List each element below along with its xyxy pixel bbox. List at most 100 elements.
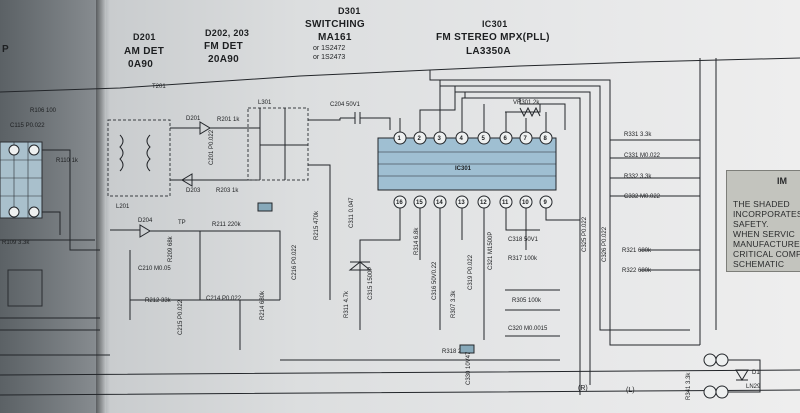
label-r-right-bot: R341 3.3k xyxy=(686,372,692,400)
ic-pin-12: 12 xyxy=(480,200,487,206)
header-left-fragment: P xyxy=(2,44,9,55)
vr301-symbol xyxy=(505,106,541,118)
fm-det-part: 20A90 xyxy=(208,54,239,65)
safety-note-box: IM THE SHADED INCORPORATES SAFETY. WHEN … xyxy=(726,170,800,272)
ic-pin-5: 5 xyxy=(482,136,486,142)
led-d1-symbol xyxy=(728,359,761,393)
label-r211: R211 220k xyxy=(212,222,242,228)
label-r212: R212 33k xyxy=(145,298,172,304)
d203-symbol xyxy=(170,173,260,187)
label-r318: R318 220 xyxy=(442,349,469,355)
ic-label: FM STEREO MPX(PLL) xyxy=(436,32,550,43)
label-c325: C325 P0.022 xyxy=(582,216,588,252)
label-c311: C311 0.047 xyxy=(349,197,355,228)
label-c320: C320 M0.0015 xyxy=(508,326,548,332)
left-block-wires xyxy=(0,149,100,251)
label-r305: R305 100k xyxy=(512,298,542,304)
note-line-5: MANUFACTURE xyxy=(733,239,800,249)
switching-alt-1: or 1S2472 xyxy=(313,45,345,52)
label-c318: C318 50V1 xyxy=(508,237,539,243)
note-line-7: SCHEMATIC xyxy=(733,259,785,269)
ic-pin-16: 16 xyxy=(396,200,403,206)
right-vertical-rails xyxy=(699,58,717,345)
label-c214: C214 P0.022 xyxy=(206,296,242,302)
switching-part: MA161 xyxy=(318,32,352,43)
label-r-left-mid: R110 1k xyxy=(56,158,79,164)
ic-pin-3: 3 xyxy=(438,136,442,142)
label-r332: R332 3.3k xyxy=(624,174,652,180)
label-d203: D203 xyxy=(186,188,201,194)
ic-output-rail-1 xyxy=(429,70,700,346)
left-bottom-wires xyxy=(0,317,110,356)
ic-pin-1: 1 xyxy=(398,136,402,142)
label-r203: R203 1k xyxy=(216,188,239,194)
note-line-1: THE SHADED xyxy=(733,199,790,209)
label-led: LN29 xyxy=(746,384,761,390)
right-filter-wires xyxy=(610,139,700,271)
label-c316: C316 50V0.22 xyxy=(432,261,438,300)
label-r-left-top: R106 100 xyxy=(30,108,57,114)
label-d204: D204 xyxy=(138,218,153,224)
note-line-3: SAFETY. xyxy=(733,219,769,229)
label-tp-left: TP xyxy=(178,220,186,226)
ic-top-wires xyxy=(399,80,547,132)
am-section-wires xyxy=(129,231,280,350)
label-r311: R311 4.7k xyxy=(344,290,350,318)
detector-wires xyxy=(259,108,341,300)
ic-output-rail-3 xyxy=(454,86,591,385)
label-d201: D201 xyxy=(186,116,201,122)
switching-alt-2: or 1S2473 xyxy=(313,54,345,61)
label-c326: C326 P0.022 xyxy=(602,226,608,262)
ic-ref: IC301 xyxy=(482,19,508,29)
ic-pin-4: 4 xyxy=(460,136,464,142)
label-r215: R215 470k xyxy=(314,210,320,240)
label-right-ch: (L) xyxy=(626,387,635,394)
ic-bottom-pins: 16 15 14 13 12 11 10 9 xyxy=(393,195,553,209)
label-r317: R317 100k xyxy=(508,256,538,262)
ic-pin-2: 2 xyxy=(418,136,422,142)
label-r214: R214 680k xyxy=(260,290,266,320)
label-c204: C204 50V1 xyxy=(330,102,361,108)
left-xtal xyxy=(7,269,43,307)
ic-pin-15: 15 xyxy=(416,200,423,206)
label-c330: C330 10V47 xyxy=(466,351,472,385)
label-c210: C210 M0.05 xyxy=(138,266,171,272)
label-left-ch: (R) xyxy=(578,385,588,392)
label-r209: R209 68k xyxy=(168,235,174,262)
d204-branch xyxy=(110,224,281,300)
marker-left xyxy=(257,202,273,212)
ic-pin-6: 6 xyxy=(504,136,508,142)
bottom-rails xyxy=(0,359,800,396)
ic-pin-14: 14 xyxy=(436,200,443,206)
label-c332: C332 M0.022 xyxy=(624,194,661,200)
ic301-inner-label: IC301 xyxy=(455,166,472,172)
am-det-part: 0A90 xyxy=(128,59,153,70)
note-line-4: WHEN SERVIC xyxy=(733,229,796,239)
label-r314: R314 6.8k xyxy=(414,227,420,255)
top-rail xyxy=(0,57,800,93)
label-c-left-top: C115 P0.022 xyxy=(10,123,45,129)
ic-pin-7: 7 xyxy=(524,136,528,142)
ic-pin-13: 13 xyxy=(458,200,465,206)
label-r-left-bot: R109 3.3k xyxy=(2,240,30,246)
ic-pin-11: 11 xyxy=(502,200,509,206)
middle-wires xyxy=(505,289,560,337)
am-det-ref: D201 xyxy=(133,32,156,42)
note-title: IM xyxy=(777,176,787,186)
label-c215: C215 P0.022 xyxy=(178,299,184,335)
detector-box xyxy=(247,107,309,181)
fm-det-ref: D202, 203 xyxy=(205,28,249,38)
c204-symbol xyxy=(340,112,391,130)
label-c-det: C216 P0.022 xyxy=(292,244,298,280)
label-vr301: VR301 2k xyxy=(513,100,540,106)
ic-output-rail-4 xyxy=(464,92,581,395)
label-r201: R201 1k xyxy=(217,117,240,123)
label-r322: R322 680k xyxy=(622,268,652,274)
switching-ref: D301 xyxy=(338,6,361,16)
vr-feed xyxy=(519,98,566,130)
label-c321: C321 M1500P xyxy=(488,232,494,270)
label-t201: T201 xyxy=(152,84,166,90)
t201-outline xyxy=(107,119,171,197)
